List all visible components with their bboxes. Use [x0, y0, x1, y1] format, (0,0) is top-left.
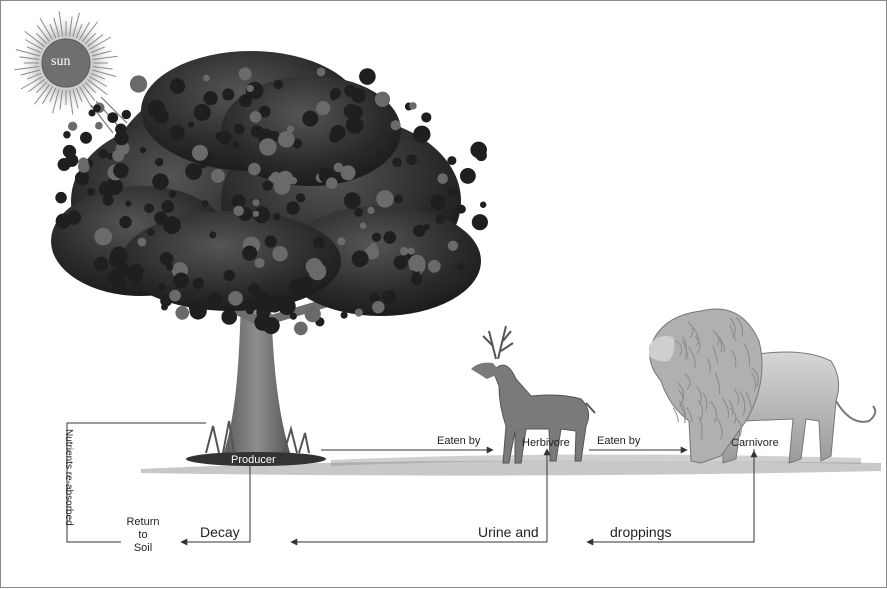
carnivore-label: Carnivore: [731, 438, 779, 449]
soil-line: Soil: [123, 542, 163, 555]
return-to-soil-label: Return to Soil: [123, 516, 163, 555]
producer-label: Producer: [231, 455, 276, 466]
eaten-by-label-2: Eaten by: [597, 436, 640, 447]
eaten-by-label-1: Eaten by: [437, 436, 480, 447]
droppings-label: droppings: [610, 525, 672, 539]
decay-label: Decay: [200, 525, 240, 539]
urine-label: Urine and: [478, 525, 539, 539]
nutrients-reabsorbed-label: Nutrients re-absorbed: [63, 429, 73, 526]
sun-label: sun: [51, 55, 70, 69]
to-line: to: [123, 529, 163, 542]
herbivore-label: Herbivore: [522, 438, 570, 449]
return-line: Return: [123, 516, 163, 529]
